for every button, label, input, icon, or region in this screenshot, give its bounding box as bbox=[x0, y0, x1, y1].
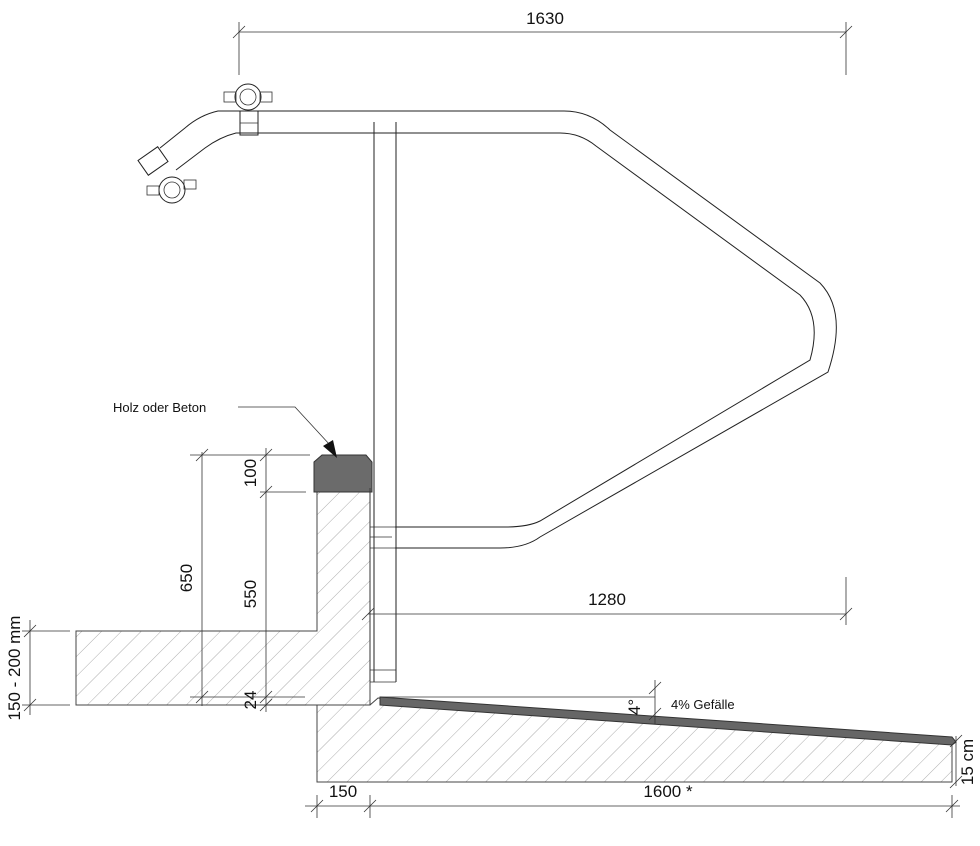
ground-slab bbox=[75, 487, 371, 706]
dim-slab-thickness: 150 - 200 mm bbox=[5, 616, 70, 721]
angle-label: 4° bbox=[625, 699, 644, 715]
cap-material-callout: Holz oder Beton bbox=[113, 400, 337, 458]
clamp-end bbox=[146, 176, 197, 204]
cap-material-label: Holz oder Beton bbox=[113, 400, 206, 415]
handrail bbox=[137, 110, 837, 683]
slope-annotation: 4° 4% Gefälle bbox=[380, 680, 735, 724]
foundation bbox=[75, 487, 953, 783]
dim-ramp-length-label: 1600 * bbox=[643, 782, 693, 801]
clamp-top bbox=[223, 83, 273, 136]
dim-wall-width-label: 150 bbox=[329, 782, 357, 801]
dim-cap-height-label: 100 bbox=[241, 459, 260, 487]
dim-rail-depth: 1280 bbox=[361, 577, 853, 625]
dim-top-width: 1630 bbox=[232, 9, 853, 75]
dim-wall-stack: 100 550 24 bbox=[241, 448, 306, 712]
end-cap bbox=[137, 146, 169, 176]
dim-total-height: 650 bbox=[177, 448, 310, 706]
dim-wall-height-label: 550 bbox=[241, 580, 260, 608]
slope-label: 4% Gefälle bbox=[671, 697, 735, 712]
dim-top-width-label: 1630 bbox=[526, 9, 564, 28]
dim-rail-depth-label: 1280 bbox=[588, 590, 626, 609]
dim-total-height-label: 650 bbox=[177, 564, 196, 592]
wall-cap bbox=[313, 454, 373, 493]
dim-slab-thickness-label: 150 - 200 mm bbox=[5, 616, 24, 721]
dim-ramp-rise: 15 cm bbox=[949, 734, 977, 789]
dim-bottom: 150 1600 * bbox=[305, 782, 960, 818]
dim-gap-label: 24 bbox=[241, 691, 260, 710]
dim-ramp-rise-label: 15 cm bbox=[958, 739, 977, 785]
